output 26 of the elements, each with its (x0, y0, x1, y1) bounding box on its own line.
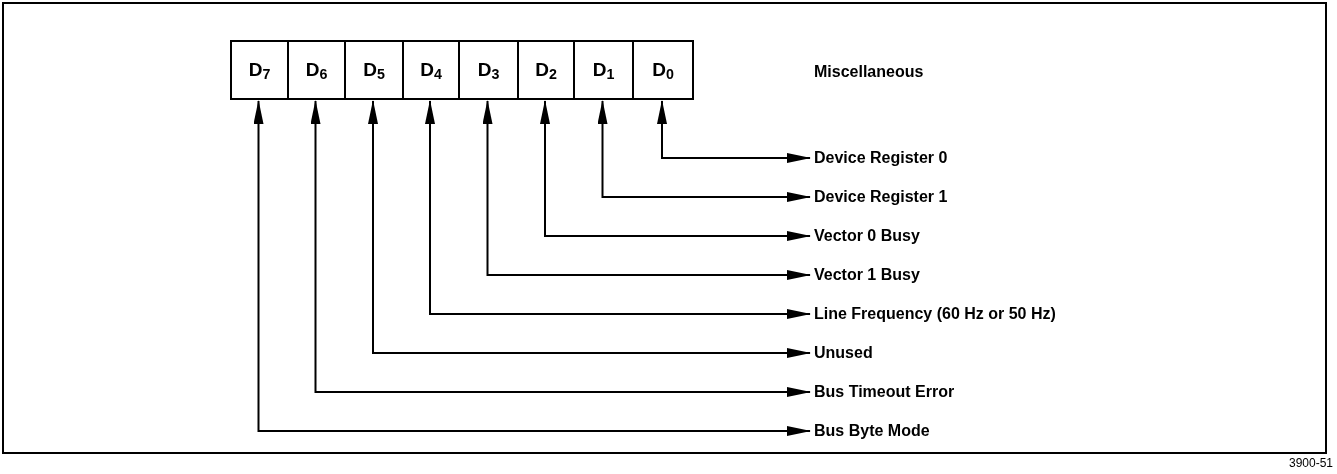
bit-label: Unused (814, 342, 1144, 364)
bit-label: Device Register 1 (814, 186, 1144, 208)
register-bit-cell: D$_{5}$ (344, 40, 404, 100)
bit-label: Line Frequency (60 Hz or 50 Hz) (814, 303, 1144, 325)
arrow (657, 100, 811, 163)
arrow (253, 100, 811, 436)
bit-label: Device Register 0 (814, 147, 1144, 169)
figure-number: 3900-51 (1288, 457, 1333, 469)
arrow (310, 100, 811, 397)
register-bit-cell: D$_{4}$ (402, 40, 460, 100)
register-bit-cell: D$_{3}$ (458, 40, 519, 100)
arrow (597, 100, 811, 202)
bit-label: Bus Byte Mode (814, 420, 1144, 442)
register-bit-cell: D$_{6}$ (287, 40, 346, 100)
arrow (368, 100, 811, 358)
bit-label: Bus Timeout Error (814, 381, 1144, 403)
bit-label: Vector 1 Busy (814, 264, 1144, 286)
register-title: Miscellaneous (814, 62, 924, 82)
arrow (425, 100, 811, 319)
register-bit-cell: D$_{0}$ (632, 40, 694, 100)
arrow (482, 100, 811, 280)
register-bit-cell: D$_{7}$ (230, 40, 289, 100)
arrow (540, 100, 811, 241)
bit-label: Vector 0 Busy (814, 225, 1144, 247)
register-bit-cell: D$_{1}$ (573, 40, 634, 100)
register-bit-cell: D$_{2}$ (517, 40, 575, 100)
